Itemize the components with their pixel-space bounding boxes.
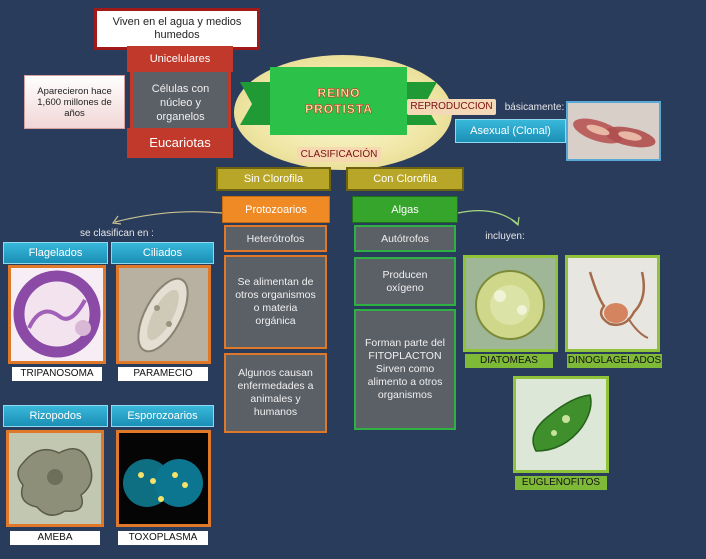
ameba-caption: AMEBA [10,531,100,545]
ameba-image [6,430,104,527]
euglenofitos-image [513,376,609,473]
tripanosoma-caption: TRIPANOSOMA [12,367,102,381]
ciliados-label: Ciliados [111,242,214,264]
oxigeno-box: Producen oxígeno [354,257,456,306]
celulas-note: Células con núcleo y organelos [130,72,231,134]
flagelados-label: Flagelados [3,242,108,264]
se-clasifican-label: se clasifican en : [80,228,154,239]
unicelulares-label: Unicelulares [127,46,233,72]
diatomeas-image [463,255,558,352]
asexual-label: Asexual (Clonal) [455,119,566,143]
alimentan-box: Se alimentan de otros organismos o mater… [224,255,327,349]
autotrofos-box: Autótrofos [354,225,456,252]
dinoglagelados-caption: DINOGLAGELADOS [567,354,662,368]
paramecio-image [116,265,211,364]
clasificacion-label: CLASIFICACIÓN [297,147,381,162]
toxoplasma-image [116,430,211,527]
diatomeas-illustration [475,270,545,340]
fitoplacton-box: Forman parte del FITOPLACTON Sirven como… [354,309,456,430]
euglenofitos-illustration [532,394,592,452]
reproduccion-label: REPRODUCCION [407,99,496,115]
toxoplasma-illustration [123,459,203,507]
toxoplasma-caption: TOXOPLASMA [118,531,208,545]
reino-protista-title: REINO PROTISTA [305,86,373,116]
asexual-division-image [566,101,661,161]
dinoglagelados-illustration [588,271,649,339]
enfermedades-box: Algunos causan enfermedades a animales y… [224,353,327,433]
sin-clorofila-label: Sin Clorofila [216,167,331,191]
con-clorofila-label: Con Clorofila [346,167,464,191]
protozoarios-label: Protozoarios [222,196,330,223]
habitat-note: Viven en el agua y medios humedos [94,8,260,50]
euglenofitos-caption: EUGLENOFITOS [515,476,607,490]
diatomeas-caption: DIATOMEAS [465,354,553,368]
rizopodos-label: Rizopodos [3,405,108,427]
dinoglagelados-image [565,255,660,352]
tripanosoma-illustration [13,270,101,358]
eucariotas-label: Eucariotas [127,128,233,158]
heterotrofos-box: Heterótrofos [224,225,327,252]
cell-division-illustration [573,118,656,148]
paramecio-illustration [137,277,189,353]
paramecio-caption: PARAMECIO [118,367,208,381]
basicamente-label: básicamente: [504,102,565,113]
algas-label: Algas [352,196,458,223]
incluyen-label: incluyen: [485,231,525,242]
ameba-illustration [17,448,93,516]
aparecieron-note: Aparecieron hace 1,600 millones de años [24,75,125,129]
tripanosoma-image [8,265,106,364]
esporozoarios-label: Esporozoarios [111,405,214,427]
